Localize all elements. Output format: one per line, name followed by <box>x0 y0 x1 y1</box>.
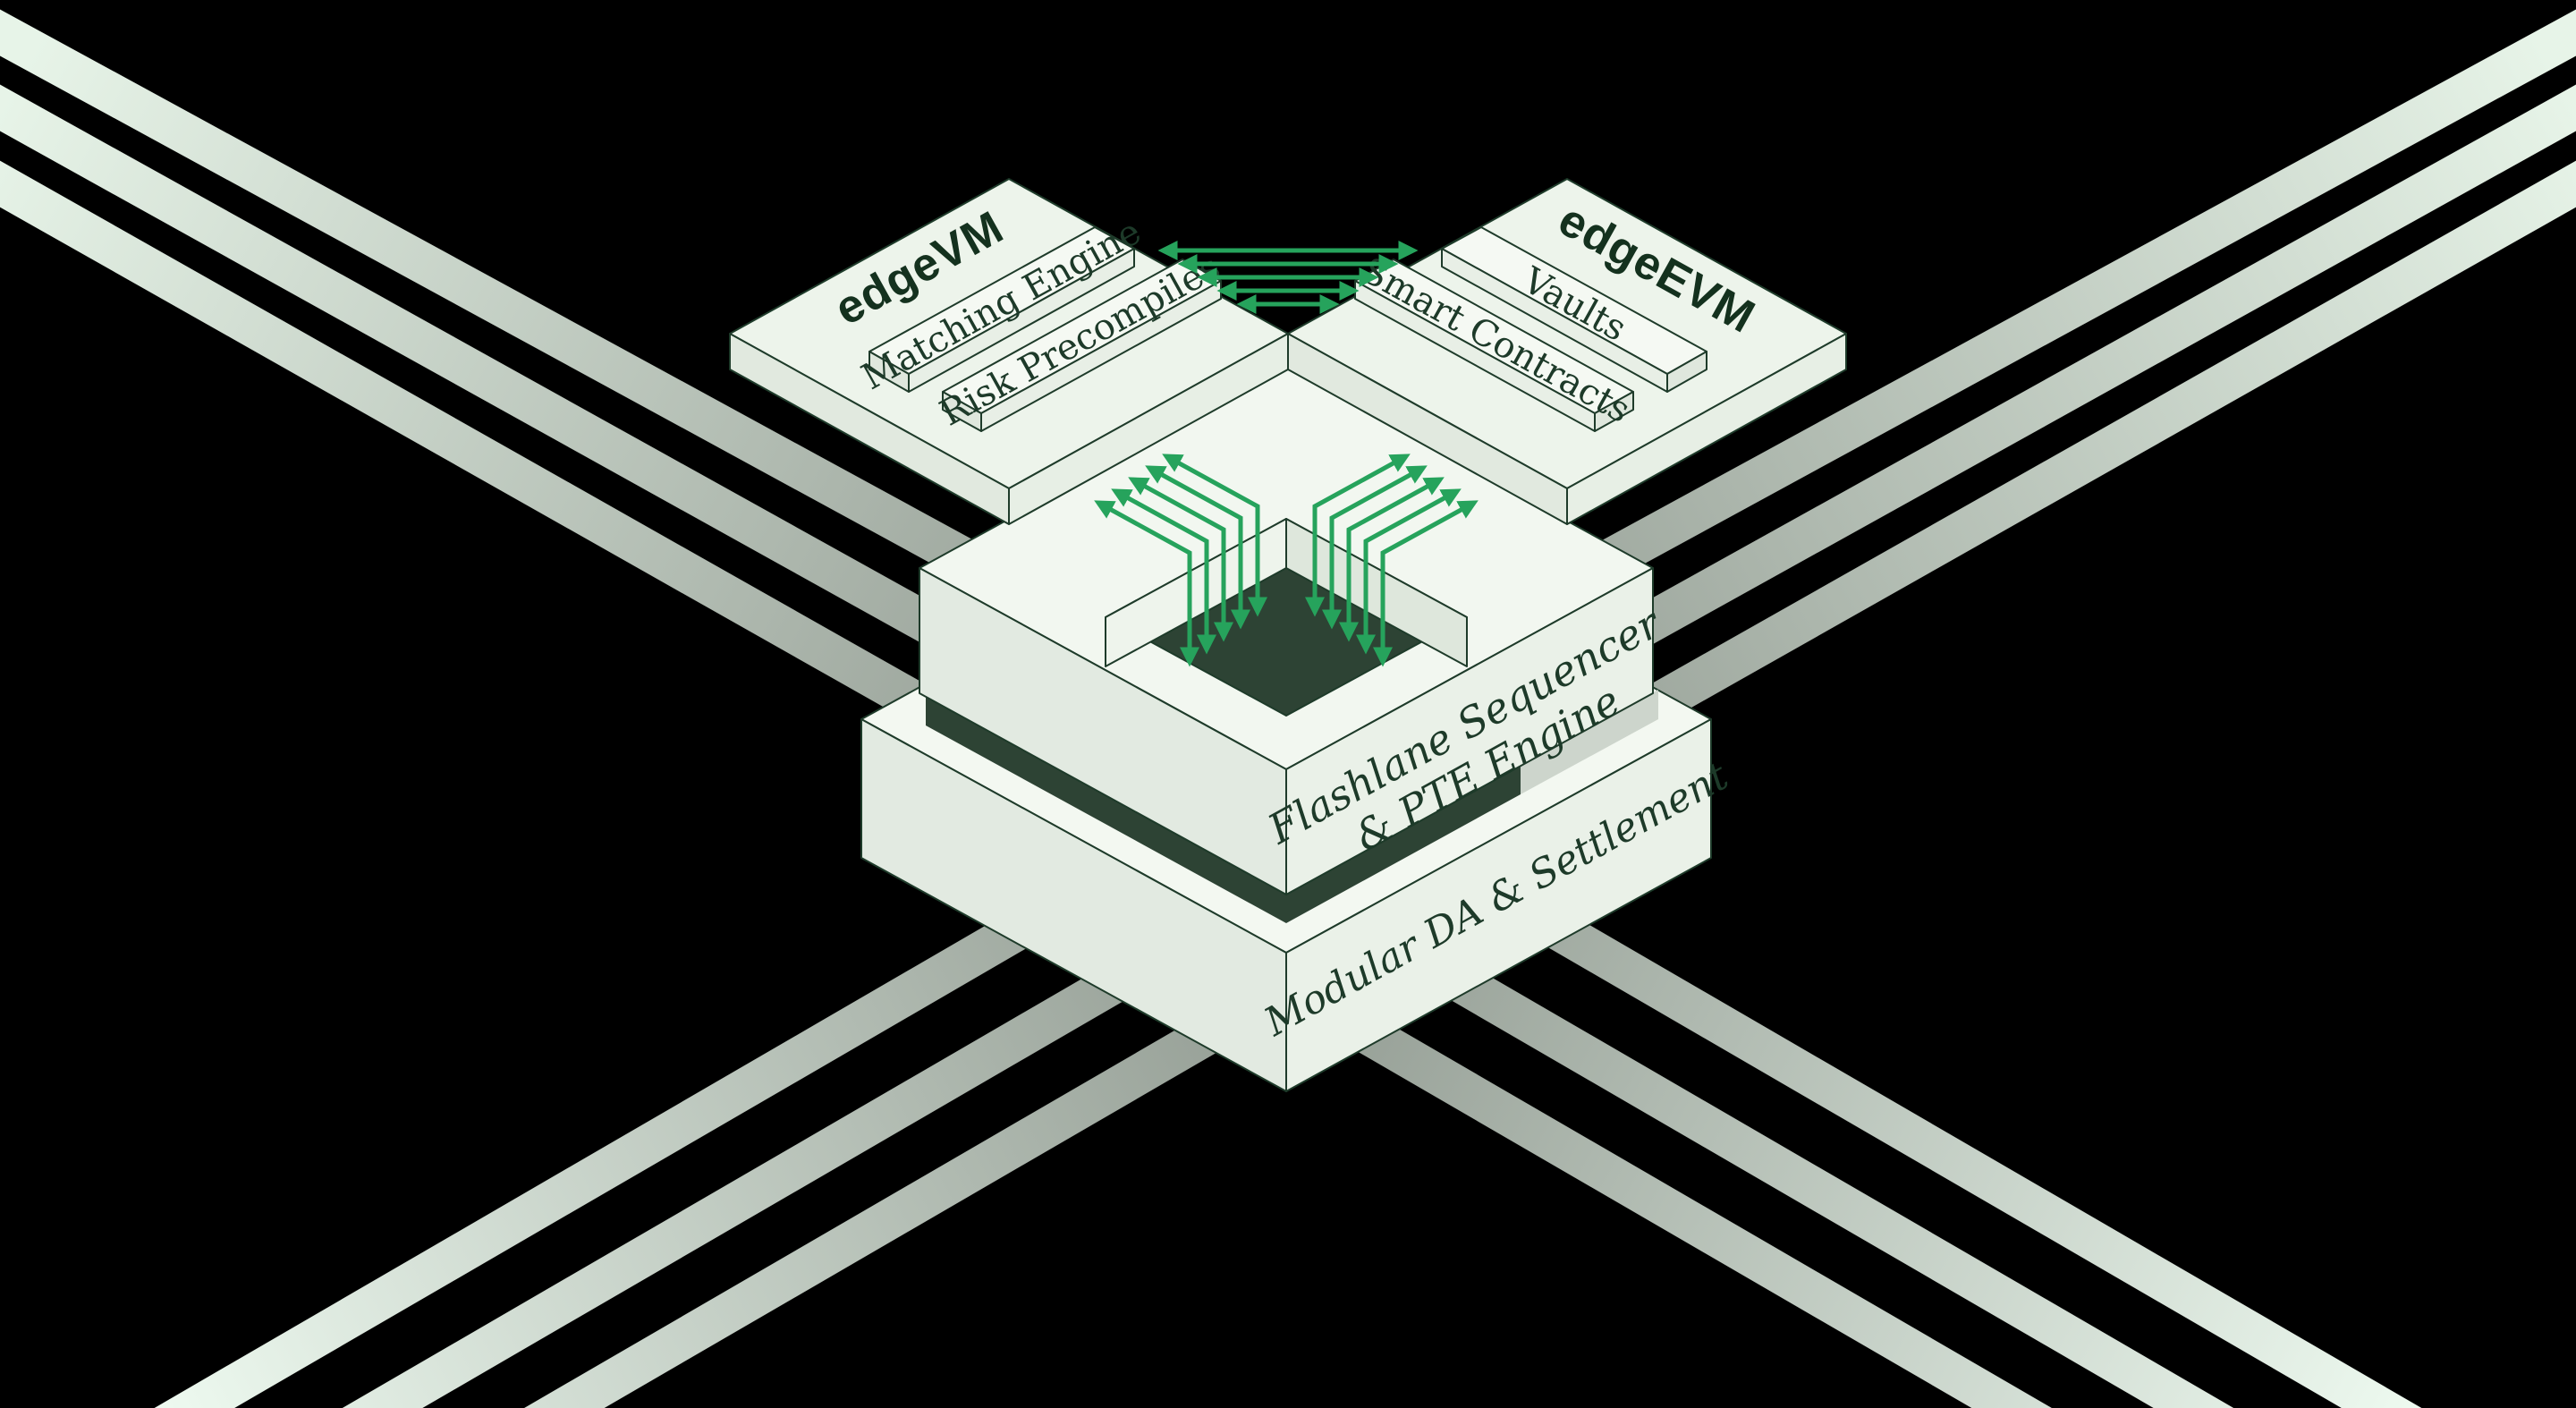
middle-box-right-face <box>1285 567 1654 895</box>
flow-arrow-icon <box>1162 454 1268 617</box>
rail-band <box>1351 786 2422 1408</box>
rail-band <box>1351 1001 2052 1408</box>
rails-top-left <box>0 9 1082 819</box>
rail-band <box>154 786 1225 1408</box>
bottom-box-right-face <box>1285 718 1712 1092</box>
edgeevm-panel: edgeEVM Vaults Smart Contracts <box>1287 178 1847 525</box>
rail-band <box>1351 895 2234 1408</box>
panel-sync-arrows <box>1157 240 1419 315</box>
bar-end-face <box>942 391 982 432</box>
rail-band <box>342 895 1225 1408</box>
rail-band <box>524 1001 1225 1408</box>
rail-band <box>1494 9 2576 646</box>
rail-band <box>0 9 1082 646</box>
rails-top-right <box>1494 9 2576 819</box>
rails-bottom-left <box>154 786 1225 1408</box>
vaults-bar: Vaults <box>1441 226 1707 393</box>
edgevm-panel: edgeVM Matching Engine Risk Precompiles <box>729 178 1289 525</box>
bottom-box-shadow-band <box>926 696 1521 923</box>
left-flow-arrows <box>1094 454 1268 667</box>
rail-band <box>0 84 1082 733</box>
rails-bottom-right <box>1351 786 2422 1408</box>
bar-end-face <box>1666 351 1707 393</box>
bar-end-face <box>869 351 910 393</box>
edgeevm-panel-right-face <box>1566 333 1847 525</box>
flow-arrow-icon <box>1304 454 1411 617</box>
bottom-box-gray-band <box>1521 690 1658 794</box>
right-flow-arrows <box>1304 454 1479 667</box>
rail-band <box>1494 160 2576 819</box>
rail-band <box>0 160 1082 819</box>
rail-band <box>1494 84 2576 733</box>
bar-end-face <box>1594 391 1634 432</box>
